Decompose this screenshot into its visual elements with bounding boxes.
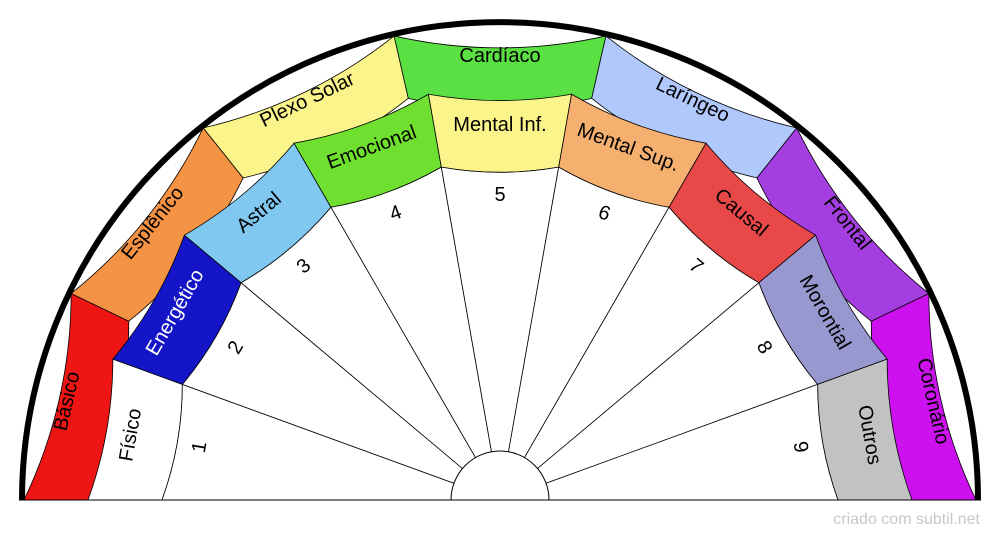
outer-border-arc xyxy=(19,19,981,501)
credit-text: criado com subtil.net xyxy=(833,511,980,528)
outer-label-cardiaco: Cardíaco xyxy=(459,45,540,67)
middle-label-mental-inf: Mental Inf. xyxy=(453,114,546,136)
inner-number-5: 5 xyxy=(494,184,505,206)
inner-number-9: 9 xyxy=(789,440,813,455)
center-hub xyxy=(450,450,550,501)
decor xyxy=(19,19,981,501)
inner-number-1: 1 xyxy=(188,440,212,455)
